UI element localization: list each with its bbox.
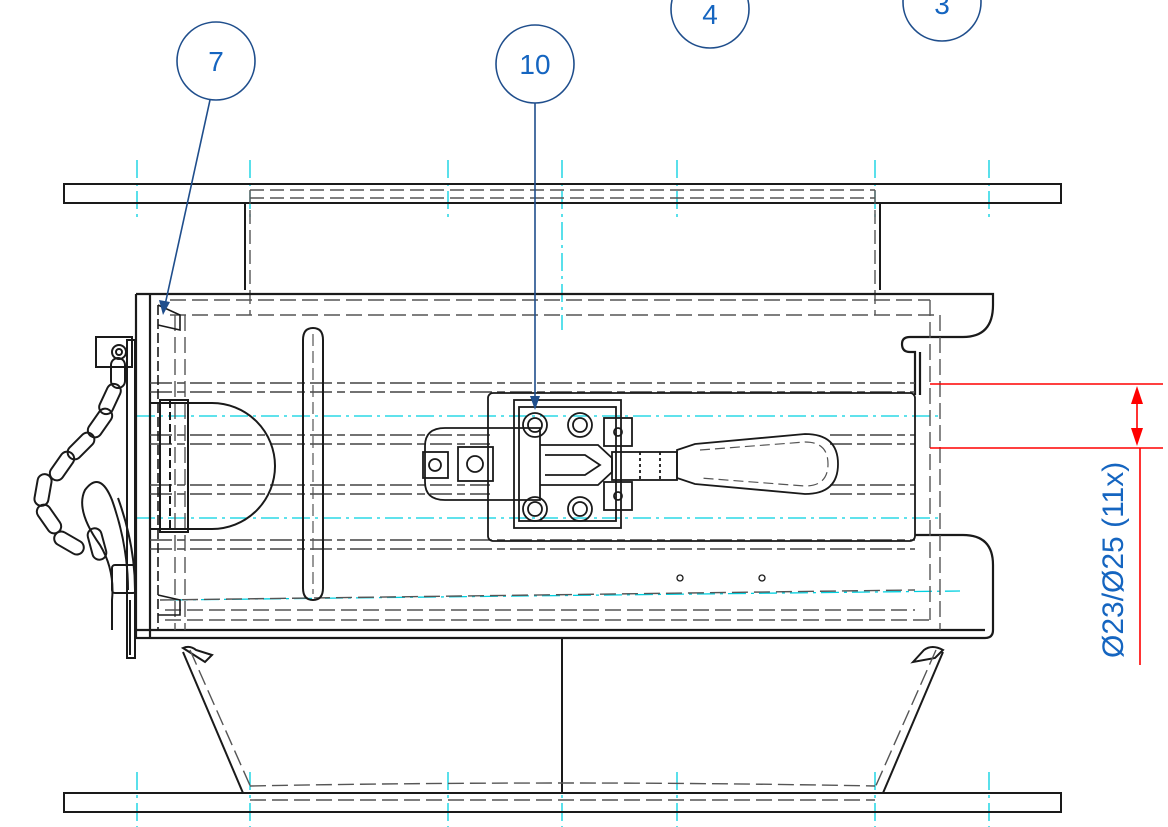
toggle-clamp (422, 392, 916, 542)
body-hidden-lines (159, 299, 941, 630)
chain-pin-assembly (33, 336, 137, 659)
balloon-3: 3 (902, 0, 982, 42)
bottom-hopper (63, 638, 1062, 813)
balloon-7-label: 7 (208, 46, 224, 77)
balloon-10-label: 10 (519, 49, 550, 80)
end-plate-details (157, 304, 181, 630)
balloon-10: 10 (495, 24, 575, 410)
vertical-slot (302, 326, 324, 602)
hole-dimension (930, 383, 1163, 665)
hole-dimension-label: Ø23/Ø25 (11x) (1097, 462, 1130, 658)
bottom-hopper-hidden (189, 649, 937, 801)
balloon-7: 7 (159, 21, 256, 315)
small-holes (676, 574, 766, 582)
balloon-4-label: 4 (702, 0, 718, 30)
main-body (134, 292, 995, 640)
rails (150, 382, 915, 550)
d-handle (150, 399, 276, 533)
balloon-3-label: 3 (934, 0, 950, 20)
top-flange (63, 183, 1062, 290)
balloon-4: 4 (670, 0, 750, 49)
